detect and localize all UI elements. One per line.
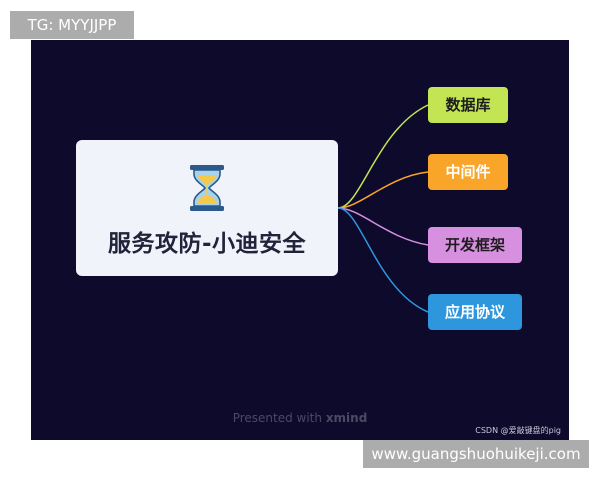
hourglass-icon (190, 165, 224, 211)
branch-node-database[interactable]: 数据库 (428, 87, 508, 123)
branch-node-middleware[interactable]: 中间件 (428, 154, 508, 190)
branch-node-dev-framework[interactable]: 开发框架 (428, 227, 522, 263)
connector-line-3 (337, 207, 429, 246)
presented-with-label: Presented with xmind (31, 411, 569, 425)
connector-line-1 (337, 104, 429, 209)
watermark-top: TG: MYYJJPP (10, 11, 134, 39)
central-topic-title: 服务攻防-小迪安全 (107, 231, 307, 257)
central-topic[interactable]: 服务攻防-小迪安全 (76, 140, 338, 276)
watermark-bottom: www.guangshuohuikeji.com (363, 440, 589, 468)
mindmap-canvas: 服务攻防-小迪安全 数据库 中间件 开发框架 应用协议 Presented wi… (31, 40, 569, 440)
connector-line-2 (337, 171, 429, 209)
xmind-brand: xmind (325, 411, 368, 425)
connector-line-4 (337, 207, 429, 313)
csdn-credit: CSDN @爱敲键盘的pig (475, 426, 561, 435)
mindmap-connectors (337, 104, 429, 313)
branch-node-app-protocol[interactable]: 应用协议 (428, 294, 522, 330)
presented-prefix: Presented with (232, 411, 326, 425)
